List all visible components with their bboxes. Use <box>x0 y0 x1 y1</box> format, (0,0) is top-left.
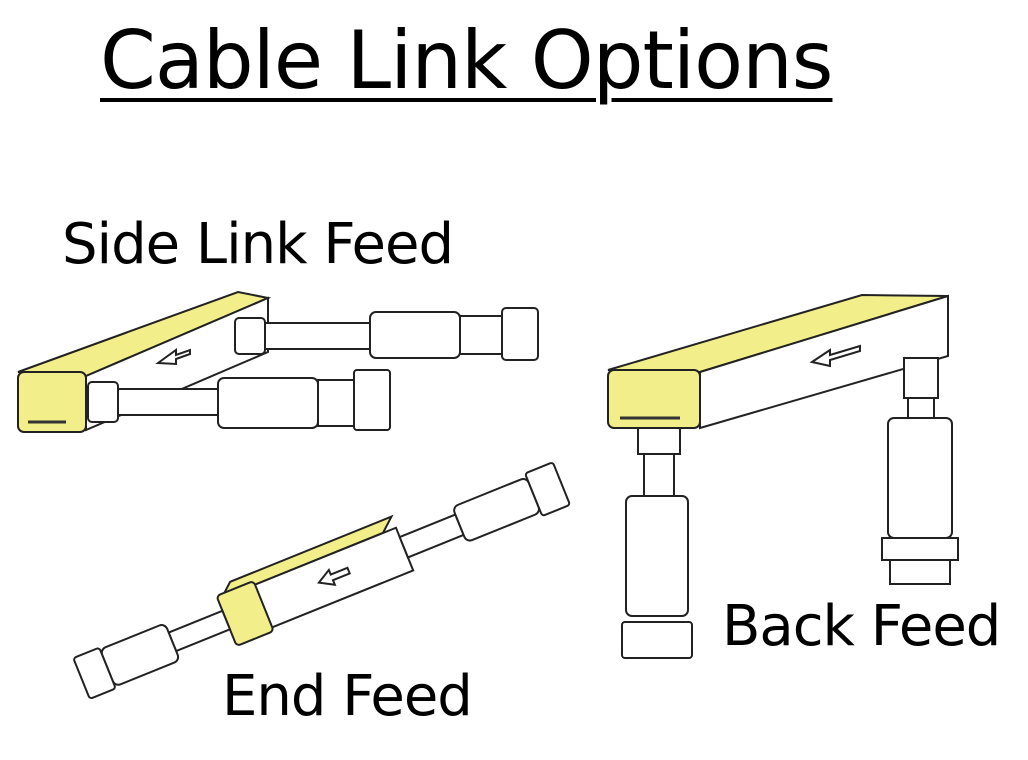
back-left-cap <box>621 621 693 659</box>
side-upper-nut <box>234 317 266 355</box>
side-lower-cable <box>117 388 219 416</box>
back-feed-diagram <box>607 293 959 659</box>
side-lower-connector <box>217 377 319 429</box>
page-title: Cable Link Options <box>100 14 833 107</box>
end-right-cable <box>398 513 465 559</box>
end-right-connector <box>453 477 540 542</box>
side-upper-coupling <box>459 315 503 355</box>
back-right-connector <box>887 417 953 539</box>
back-right-nut <box>903 357 939 399</box>
end-arrow-icon <box>317 566 351 586</box>
side-upper-connector <box>369 311 461 359</box>
back-right-thread <box>889 559 951 585</box>
side-link-feed-diagram <box>17 290 539 433</box>
side-lower-coupling <box>317 379 355 427</box>
side-lower-nut <box>87 381 119 423</box>
side-link-feed-label: Side Link Feed <box>62 212 454 277</box>
back-left-nut <box>637 427 681 455</box>
back-left-connector <box>625 495 689 617</box>
back-left-cable <box>643 453 675 497</box>
side-lower-cap <box>353 369 391 431</box>
end-feed-label: End Feed <box>222 664 473 729</box>
back-feed-label: Back Feed <box>722 594 1001 659</box>
side-arrow-icon <box>155 348 191 366</box>
side-upper-cable <box>264 322 371 350</box>
back-arrow-icon <box>809 344 861 368</box>
side-upper-thread <box>501 307 539 361</box>
end-right-thread <box>524 462 571 517</box>
side-bar-front-face <box>17 371 87 433</box>
end-feed-diagram <box>73 462 571 699</box>
end-left-cable <box>167 609 232 653</box>
back-right-coupling <box>881 537 959 561</box>
end-left-cap <box>73 647 116 699</box>
